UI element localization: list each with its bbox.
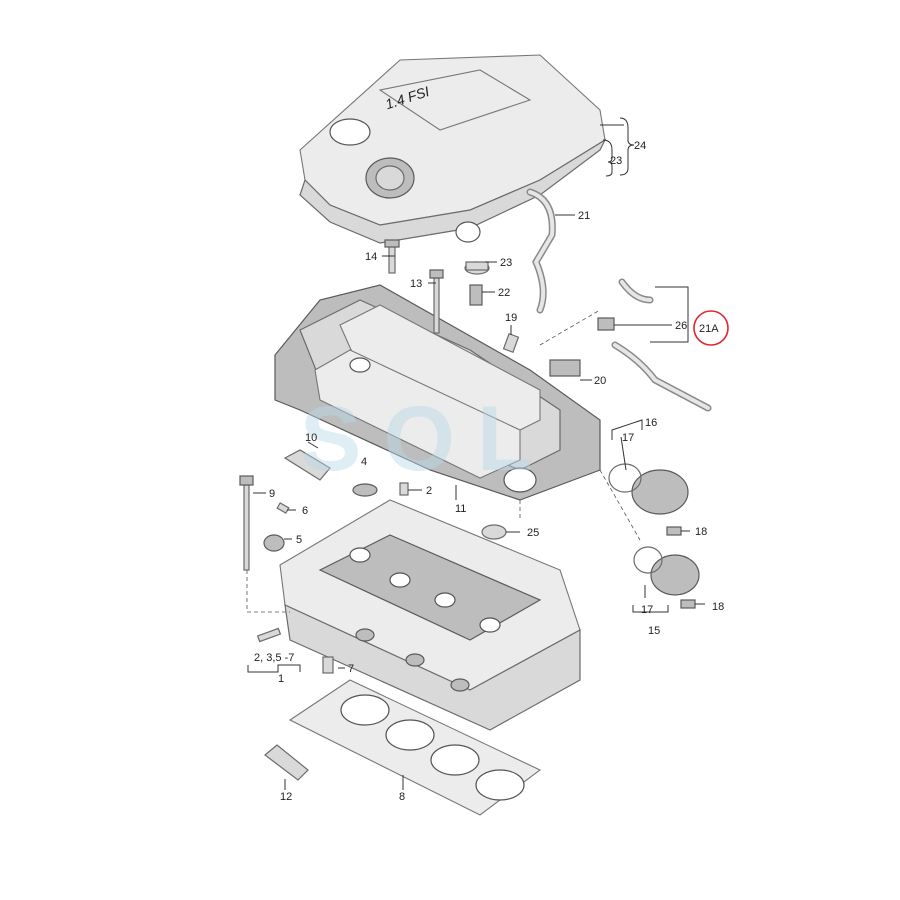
callout-14: 14: [365, 251, 377, 263]
callout-15: 15: [648, 625, 660, 637]
callout-10: 10: [305, 432, 317, 444]
callout-17-bottom: 17: [641, 604, 653, 616]
callout-7: 7: [348, 663, 354, 675]
callout-5: 5: [296, 534, 302, 546]
engine-cover: 1.4 FSI: [299, 54, 607, 244]
callout-18-bottom: 18: [712, 601, 724, 613]
callout-9: 9: [269, 488, 275, 500]
callout-19: 19: [505, 312, 517, 324]
callout-23: 23: [500, 257, 512, 269]
callout-18-top: 18: [695, 526, 707, 538]
callout-24: 24: [634, 140, 646, 152]
callout-2: 2: [426, 485, 432, 497]
leader-lines: [246, 117, 705, 790]
callout-4: 4: [361, 456, 367, 468]
cylinder-head-cover: [274, 284, 601, 501]
callout-16: 16: [645, 417, 657, 429]
callout-17-top: 17: [622, 432, 634, 444]
callout-25: 25: [527, 527, 539, 539]
callout-2-3-5-7: 2, 3,5 -7: [254, 652, 294, 664]
highlight-circle: [693, 310, 729, 346]
callout-13: 13: [410, 278, 422, 290]
breather-hoses: [526, 188, 712, 412]
callout-8: 8: [399, 791, 405, 803]
cylinder-head: [279, 499, 581, 731]
callout-26: 26: [675, 320, 687, 332]
callout-21A: 21A: [699, 323, 719, 335]
watermark: SOL: [300, 388, 555, 490]
callout-1: 1: [278, 673, 284, 685]
callout-23-cover: 23: [610, 155, 622, 167]
head-gasket: [288, 679, 542, 816]
callout-21: 21: [578, 210, 590, 222]
callout-6: 6: [302, 505, 308, 517]
callout-20: 20: [594, 375, 606, 387]
small-parts: [239, 239, 700, 781]
callout-12: 12: [280, 791, 292, 803]
callout-22: 22: [498, 287, 510, 299]
callout-11: 11: [455, 503, 466, 515]
callout-labels: 24 23 21 14 23 13 22 19 26 21A 20 16 17 …: [254, 140, 729, 803]
